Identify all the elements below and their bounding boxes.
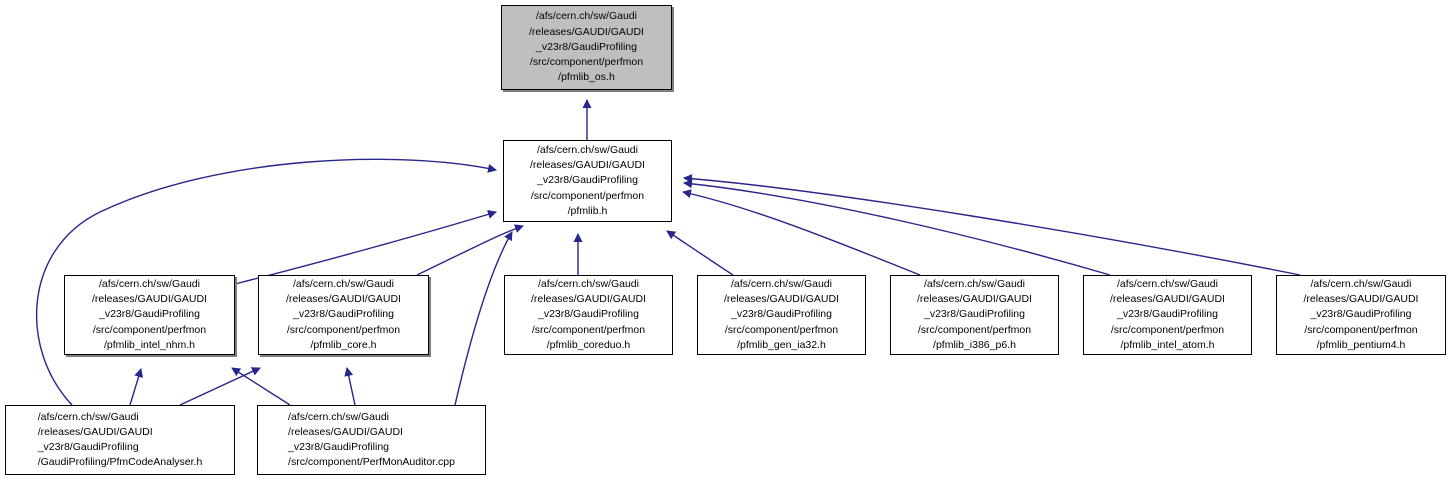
node-label: /afs/cern.ch/sw/Gaudi /releases/GAUDI/GA…: [288, 410, 455, 469]
node-label: /afs/cern.ch/sw/Gaudi /releases/GAUDI/GA…: [724, 277, 839, 351]
node-PfmCodeAnalyser[interactable]: /afs/cern.ch/sw/Gaudi /releases/GAUDI/GA…: [5, 405, 235, 475]
node-pfmlib_gen_ia32[interactable]: /afs/cern.ch/sw/Gaudi /releases/GAUDI/GA…: [697, 275, 866, 355]
node-pfmlib_i386_p6[interactable]: /afs/cern.ch/sw/Gaudi /releases/GAUDI/GA…: [890, 275, 1059, 355]
edge-i386_p6-to-pfmlib: [682, 189, 921, 276]
node-PerfMonAuditor[interactable]: /afs/cern.ch/sw/Gaudi /releases/GAUDI/GA…: [257, 405, 486, 475]
node-label: /afs/cern.ch/sw/Gaudi /releases/GAUDI/GA…: [917, 277, 1032, 351]
node-label: /afs/cern.ch/sw/Gaudi /releases/GAUDI/GA…: [286, 277, 401, 351]
node-pfmlib_core[interactable]: /afs/cern.ch/sw/Gaudi /releases/GAUDI/GA…: [258, 275, 429, 355]
node-label: /afs/cern.ch/sw/Gaudi /releases/GAUDI/GA…: [37, 410, 203, 469]
node-label: /afs/cern.ch/sw/Gaudi /releases/GAUDI/GA…: [1110, 277, 1225, 351]
edge-PerfMonAuditor-to-core: [344, 367, 356, 406]
node-label: /afs/cern.ch/sw/Gaudi /releases/GAUDI/GA…: [531, 277, 646, 351]
edge-PerfMonAuditor-to-intel_nhm: [231, 367, 291, 406]
edge-pentium4-to-pfmlib: [683, 174, 1301, 276]
node-label: /afs/cern.ch/sw/Gaudi /releases/GAUDI/GA…: [1303, 277, 1419, 351]
node-label: /afs/cern.ch/sw/Gaudi /releases/GAUDI/GA…: [529, 10, 644, 84]
node-pfmlib_coreduo[interactable]: /afs/cern.ch/sw/Gaudi /releases/GAUDI/GA…: [504, 275, 673, 355]
node-label: /afs/cern.ch/sw/Gaudi /releases/GAUDI/GA…: [530, 143, 645, 217]
node-pfmlib[interactable]: /afs/cern.ch/sw/Gaudi /releases/GAUDI/GA…: [503, 140, 672, 222]
node-pfmlib_os[interactable]: /afs/cern.ch/sw/Gaudi /releases/GAUDI/GA…: [501, 5, 672, 90]
edge-PfmCodeAnalyser-to-intel_nhm: [129, 368, 143, 406]
node-pfmlib_intel_atom[interactable]: /afs/cern.ch/sw/Gaudi /releases/GAUDI/GA…: [1083, 275, 1252, 355]
node-label: /afs/cern.ch/sw/Gaudi /releases/GAUDI/GA…: [92, 277, 207, 351]
edge-PfmCodeAnalyser-to-core: [179, 367, 261, 406]
edge-core-to-pfmlib: [416, 224, 524, 276]
node-pfmlib_pentium4[interactable]: /afs/cern.ch/sw/Gaudi /releases/GAUDI/GA…: [1276, 275, 1446, 355]
edge-gen_ia32-to-pfmlib: [666, 230, 734, 276]
edge-intel_atom-to-pfmlib: [683, 179, 1111, 276]
node-pfmlib_intel_nhm[interactable]: /afs/cern.ch/sw/Gaudi /releases/GAUDI/GA…: [64, 275, 235, 355]
edge-intel_nhm-to-pfmlib: [234, 210, 497, 285]
